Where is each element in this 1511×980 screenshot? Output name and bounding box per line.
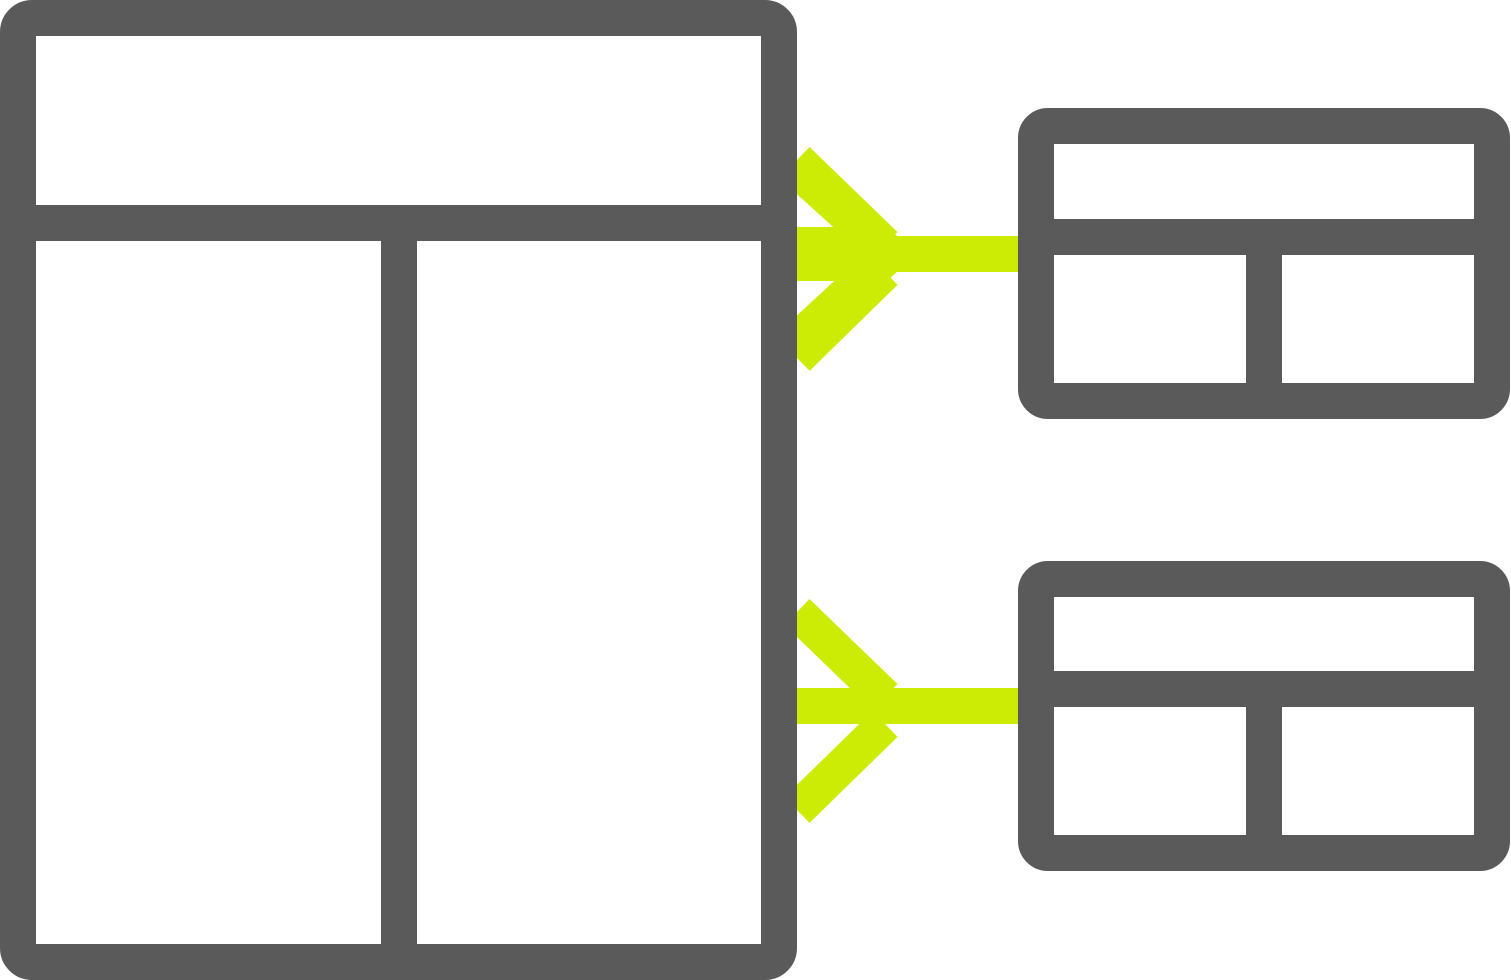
layout-card-bottom bbox=[1018, 561, 1510, 871]
main-layout-panel bbox=[0, 0, 797, 980]
fork-connector-top bbox=[784, 147, 1022, 371]
layout-card-top bbox=[1018, 108, 1510, 419]
fork-connector-bottom bbox=[784, 599, 1022, 823]
